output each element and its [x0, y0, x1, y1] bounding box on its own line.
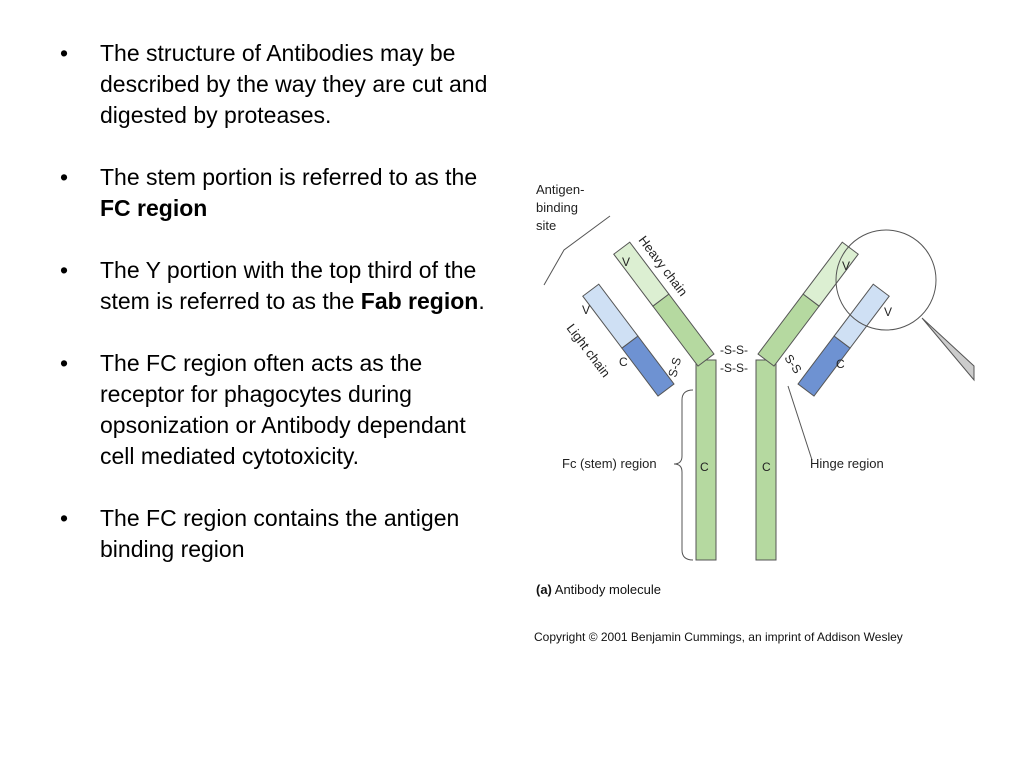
bullet-marker: • [60, 350, 69, 376]
light-chain-right [797, 283, 890, 397]
antigen-site-bracket [543, 215, 611, 286]
fc-region-bracket [673, 389, 694, 561]
bullet-marker: • [60, 257, 69, 283]
bullet-text: The FC region contains the antigen bindi… [100, 505, 460, 562]
heavy-chain-arm-left [613, 241, 715, 367]
segment-label-c: C [619, 355, 628, 369]
bullet-list: • The structure of Antibodies may be desc… [60, 38, 505, 596]
bullet-item: • The FC region contains the antigen bin… [60, 503, 505, 565]
light-chain-variable-segment [582, 283, 639, 349]
heavy-chain-arm-right [757, 241, 859, 367]
segment-label-v: V [884, 305, 892, 319]
antibody-figure: V V C V V C C C -S-S- -S-S- S-S S-S Heav… [522, 168, 982, 658]
hinge-region-label: Hinge region [810, 456, 884, 471]
bullet-text: The structure of Antibodies may be descr… [100, 40, 488, 128]
segment-label-c: C [836, 357, 845, 371]
bullet-text: The stem portion is referred to as the [100, 164, 478, 190]
zoom-pointer [921, 317, 975, 382]
antigen-binding-site-label: binding [536, 200, 578, 215]
segment-label-v: V [842, 259, 850, 273]
bullet-item: • The FC region often acts as the recepto… [60, 348, 505, 472]
heavy-chain-variable-segment [802, 241, 859, 307]
bullet-item: • The Y portion with the top third of the… [60, 255, 505, 317]
figure-caption-text: Antibody molecule [552, 582, 661, 597]
segment-label-c: C [762, 460, 771, 474]
light-chain-constant-segment [621, 335, 675, 397]
segment-label-v: V [622, 255, 630, 269]
fc-region-label: Fc (stem) region [562, 456, 657, 471]
light-chain-variable-segment [833, 283, 890, 349]
bullet-marker: • [60, 505, 69, 531]
bullet-text: The Y portion with the top third of the … [100, 257, 477, 314]
magnifier-circle [835, 229, 937, 331]
antibody-diagram: V V C V V C C C -S-S- -S-S- S-S S-S Heav… [534, 182, 975, 644]
light-chain-left [582, 283, 675, 397]
bullet-marker: • [60, 40, 69, 66]
light-chain-label: Light chain [564, 321, 614, 380]
bullet-text-tail: . [478, 288, 485, 314]
disulfide-bond-label: -S-S- [720, 361, 748, 375]
bullet-item: •The stem portion is referred to as the … [60, 162, 505, 224]
figure-caption-prefix: (a) [536, 582, 552, 597]
hinge-pointer [787, 385, 813, 461]
disulfide-bond-label: S-S [665, 356, 684, 379]
antigen-binding-site-label: Antigen- [536, 182, 584, 197]
segment-label-v: V [582, 303, 590, 317]
figure-caption: (a) Antibody molecule [536, 582, 661, 597]
segment-label-c: C [700, 460, 709, 474]
bullet-text: The FC region often acts as the receptor… [100, 350, 466, 469]
bullet-item: • The structure of Antibodies may be desc… [60, 38, 505, 131]
bullet-bold-term: Fab region [360, 288, 479, 314]
bullet-bold-term: FC region [100, 195, 208, 221]
disulfide-bond-label: -S-S- [720, 343, 748, 357]
bullet-marker: • [60, 164, 69, 190]
copyright-notice: Copyright © 2001 Benjamin Cummings, an i… [534, 630, 903, 644]
antigen-binding-site-label: site [536, 218, 556, 233]
disulfide-bond-label: S-S [782, 352, 805, 376]
heavy-chain-constant-segment [652, 293, 715, 367]
heavy-chain-variable-segment [613, 241, 670, 307]
